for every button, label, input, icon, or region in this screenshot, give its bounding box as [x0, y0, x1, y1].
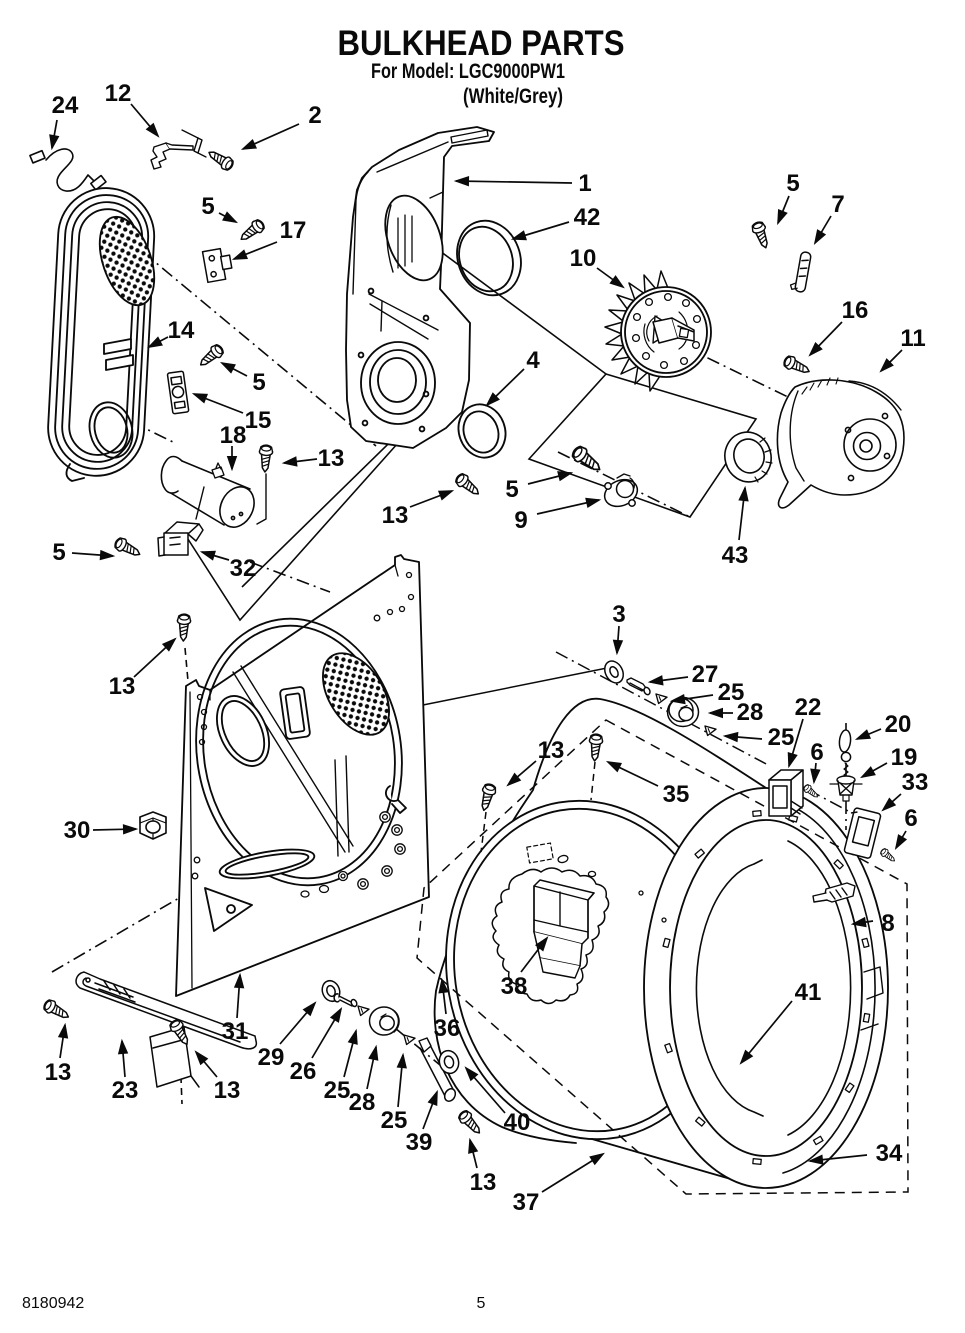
svg-text:13: 13 [45, 1059, 72, 1086]
svg-text:4: 4 [526, 347, 540, 374]
svg-text:43: 43 [722, 542, 749, 569]
svg-text:14: 14 [168, 317, 195, 344]
svg-text:26: 26 [290, 1058, 317, 1085]
svg-text:5: 5 [201, 193, 214, 220]
svg-text:5: 5 [786, 170, 799, 197]
svg-text:13: 13 [470, 1169, 497, 1196]
svg-text:30: 30 [64, 817, 91, 844]
svg-text:8: 8 [881, 910, 894, 937]
svg-text:8180942: 8180942 [22, 1295, 84, 1312]
svg-text:32: 32 [230, 555, 257, 582]
svg-text:7: 7 [831, 191, 844, 218]
svg-text:28: 28 [349, 1089, 376, 1116]
svg-text:27: 27 [692, 661, 719, 688]
svg-text:13: 13 [538, 737, 565, 764]
svg-text:5: 5 [477, 1295, 486, 1312]
svg-text:37: 37 [513, 1189, 540, 1216]
svg-text:3: 3 [612, 601, 625, 628]
svg-text:18: 18 [220, 422, 247, 449]
svg-text:39: 39 [406, 1129, 433, 1156]
svg-text:13: 13 [109, 673, 136, 700]
svg-text:34: 34 [876, 1140, 903, 1167]
svg-text:11: 11 [900, 325, 925, 352]
svg-text:35: 35 [663, 781, 690, 808]
svg-text:42: 42 [574, 204, 601, 231]
svg-text:17: 17 [280, 217, 307, 244]
svg-text:13: 13 [382, 502, 409, 529]
svg-text:5: 5 [252, 369, 265, 396]
svg-text:36: 36 [434, 1015, 461, 1042]
svg-text:40: 40 [504, 1109, 531, 1136]
svg-text:6: 6 [810, 739, 823, 766]
svg-text:5: 5 [505, 476, 518, 503]
svg-text:19: 19 [891, 744, 918, 771]
svg-text:(White/Grey): (White/Grey) [463, 85, 563, 108]
svg-text:22: 22 [795, 694, 822, 721]
svg-text:For Model: LGC9000PW1: For Model: LGC9000PW1 [371, 60, 565, 83]
svg-text:13: 13 [214, 1077, 241, 1104]
svg-text:12: 12 [105, 80, 132, 107]
svg-text:5: 5 [52, 539, 65, 566]
svg-text:25: 25 [324, 1077, 351, 1104]
svg-text:28: 28 [737, 699, 764, 726]
svg-text:25: 25 [768, 724, 795, 751]
svg-text:16: 16 [842, 297, 869, 324]
svg-text:24: 24 [52, 92, 79, 119]
svg-text:13: 13 [318, 445, 345, 472]
svg-text:9: 9 [514, 507, 527, 534]
svg-text:25: 25 [718, 679, 745, 706]
svg-text:25: 25 [381, 1107, 408, 1134]
svg-text:41: 41 [795, 979, 822, 1006]
svg-text:15: 15 [245, 407, 272, 434]
svg-text:10: 10 [570, 245, 597, 272]
svg-text:23: 23 [112, 1077, 139, 1104]
svg-text:29: 29 [258, 1044, 285, 1071]
svg-text:31: 31 [222, 1018, 249, 1045]
svg-text:38: 38 [501, 973, 528, 1000]
svg-text:6: 6 [904, 805, 917, 832]
svg-text:33: 33 [902, 769, 929, 796]
svg-text:2: 2 [308, 102, 321, 129]
svg-text:BULKHEAD PARTS: BULKHEAD PARTS [338, 24, 625, 63]
svg-text:20: 20 [885, 711, 912, 738]
svg-text:1: 1 [578, 170, 591, 197]
